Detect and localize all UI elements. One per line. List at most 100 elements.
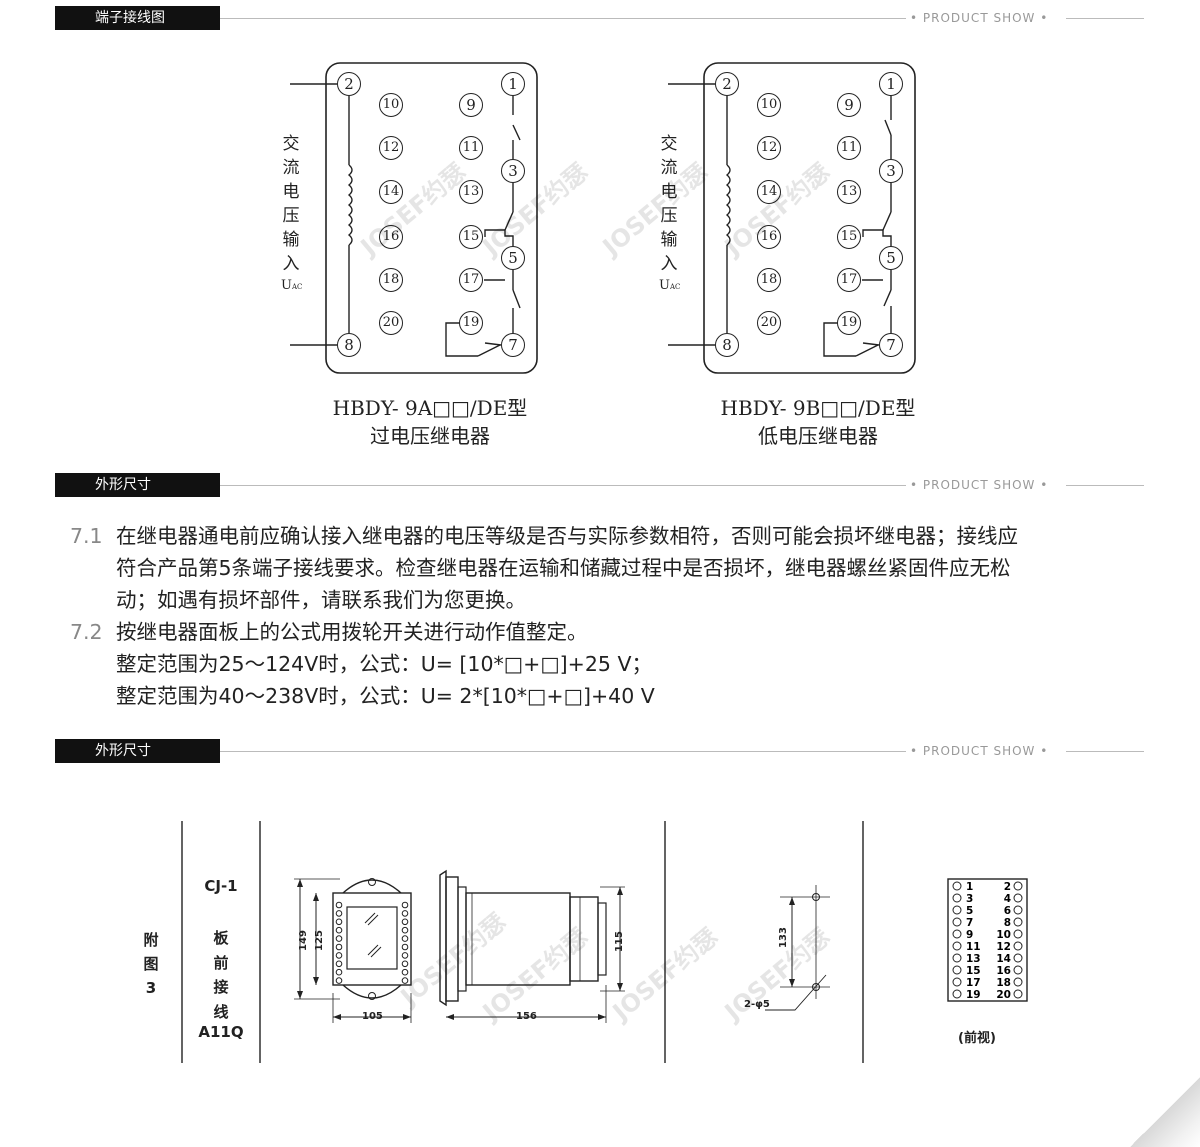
terminal-18: 18 — [757, 268, 781, 292]
front-terminal-number: 13 — [966, 953, 981, 965]
note-7-2-line-2: 整定范围为25～124V时，公式：U= [10*□+□]+25 V； — [116, 652, 652, 676]
front-terminal-left — [952, 881, 962, 891]
front-terminal-number: 6 — [1004, 905, 1011, 917]
front-terminal-number: 19 — [966, 989, 981, 1001]
front-terminal-number: 18 — [996, 977, 1011, 989]
terminal-1: 1 — [879, 72, 903, 96]
diagram-b-caption: HBDY- 9B□□/DE型 低电压继电器 — [688, 394, 948, 450]
terminal-14: 14 — [379, 180, 403, 204]
front-terminal-number: 5 — [966, 905, 973, 917]
product-show-tag: • PRODUCT SHOW • — [910, 744, 1049, 758]
terminal-20: 20 — [379, 311, 403, 335]
front-terminal-left — [952, 965, 962, 975]
front-view-label: (前视) — [958, 1031, 996, 1046]
panel-terminal-hole — [335, 943, 343, 951]
terminal-15: 15 — [837, 225, 861, 249]
diagram-a-name: 过电压继电器 — [370, 424, 490, 448]
page-curl — [1130, 1077, 1200, 1147]
input-label-char: 入 — [282, 254, 300, 274]
section-divider — [220, 485, 906, 486]
terminal-10: 10 — [757, 93, 781, 117]
terminal-12: 12 — [757, 136, 781, 160]
uac-symbol-a: UAC — [281, 278, 303, 293]
diagram-b-name: 低电压继电器 — [758, 424, 878, 448]
front-terminal-number: 7 — [966, 917, 973, 929]
dim-125: 125 — [313, 930, 325, 951]
input-label-char: 压 — [660, 206, 678, 226]
terminal-9: 9 — [459, 93, 483, 117]
panel-terminal-hole — [401, 960, 409, 968]
front-terminal-number: 17 — [966, 977, 981, 989]
panel-terminal-hole — [335, 960, 343, 968]
section-title-wiring: 端子接线图 — [55, 6, 220, 30]
front-terminal-number: 20 — [996, 989, 1011, 1001]
section-title-dimension: 外形尺寸 — [55, 473, 220, 497]
input-label-char: 交 — [282, 134, 300, 154]
terminal-11: 11 — [837, 136, 861, 160]
input-label-char: 电 — [660, 182, 678, 202]
front-terminal-left — [952, 905, 962, 915]
terminal-2: 2 — [715, 72, 739, 96]
input-label-char: 交 — [660, 134, 678, 154]
front-terminal-number: 10 — [996, 929, 1011, 941]
terminal-15: 15 — [459, 225, 483, 249]
wiring-diagram-b — [668, 62, 916, 374]
terminal-19: 19 — [459, 311, 483, 335]
front-terminal-right — [1013, 893, 1023, 903]
panel-terminal-hole — [335, 901, 343, 909]
dim-115: 115 — [613, 931, 625, 952]
diagram-a-model: HBDY- 9A□□/DE型 — [332, 396, 528, 420]
panel-terminal-hole — [401, 977, 409, 984]
product-show-tag: • PRODUCT SHOW • — [910, 478, 1049, 492]
uac-symbol-b: UAC — [659, 278, 681, 293]
terminal-3: 3 — [879, 159, 903, 183]
panel-terminal-hole — [335, 952, 343, 959]
mount-label: 板 前 接 线 — [213, 929, 229, 1021]
dim-105: 105 — [362, 1011, 383, 1022]
front-terminal-right — [1013, 905, 1023, 915]
diagram-b-model: HBDY- 9B□□/DE型 — [720, 396, 916, 420]
front-terminal-number: 9 — [966, 929, 973, 941]
terminal-18: 18 — [379, 268, 403, 292]
front-terminal-left — [952, 977, 962, 987]
front-terminal-right — [1013, 929, 1023, 939]
terminal-16: 16 — [757, 225, 781, 249]
terminal-5: 5 — [879, 246, 903, 270]
section-divider-tail — [1066, 18, 1144, 19]
section-divider — [220, 18, 906, 19]
front-terminal-right — [1013, 917, 1023, 927]
front-terminal-number: 4 — [1004, 893, 1011, 905]
panel-terminal-hole — [401, 926, 409, 934]
front-terminal-left — [952, 929, 962, 939]
front-terminal-left — [952, 893, 962, 903]
terminal-2: 2 — [337, 72, 361, 96]
panel-terminal-hole — [401, 918, 409, 926]
terminal-5: 5 — [501, 246, 525, 270]
terminal-12: 12 — [379, 136, 403, 160]
note-7-2-line-3: 整定范围为40～238V时，公式：U= 2*[10*□+□]+40 V — [116, 684, 655, 708]
front-terminal-right — [1013, 953, 1023, 963]
note-7-1-line-2: 符合产品第5条端子接线要求。检查继电器在运输和储藏过程中是否损坏，继电器螺丝紧固… — [116, 556, 1011, 580]
wiring-diagram-a — [290, 62, 538, 374]
terminal-19: 19 — [837, 311, 861, 335]
panel-cutout-drawing — [765, 885, 830, 1011]
panel-terminal-hole — [335, 910, 343, 917]
panel-terminal-hole — [401, 943, 409, 951]
front-terminal-number: 14 — [996, 953, 1011, 965]
input-label-char: 流 — [660, 158, 678, 178]
front-terminal-number: 12 — [996, 941, 1011, 953]
front-terminal-left — [952, 941, 962, 951]
front-terminal-right — [1013, 941, 1023, 951]
terminal-13: 13 — [837, 180, 861, 204]
terminal-7: 7 — [501, 333, 525, 357]
input-label-char: 输 — [660, 230, 678, 250]
terminal-13: 13 — [459, 180, 483, 204]
terminal-16: 16 — [379, 225, 403, 249]
front-terminal-right — [1013, 977, 1023, 987]
figure-label: 附 图 3 — [143, 931, 159, 997]
